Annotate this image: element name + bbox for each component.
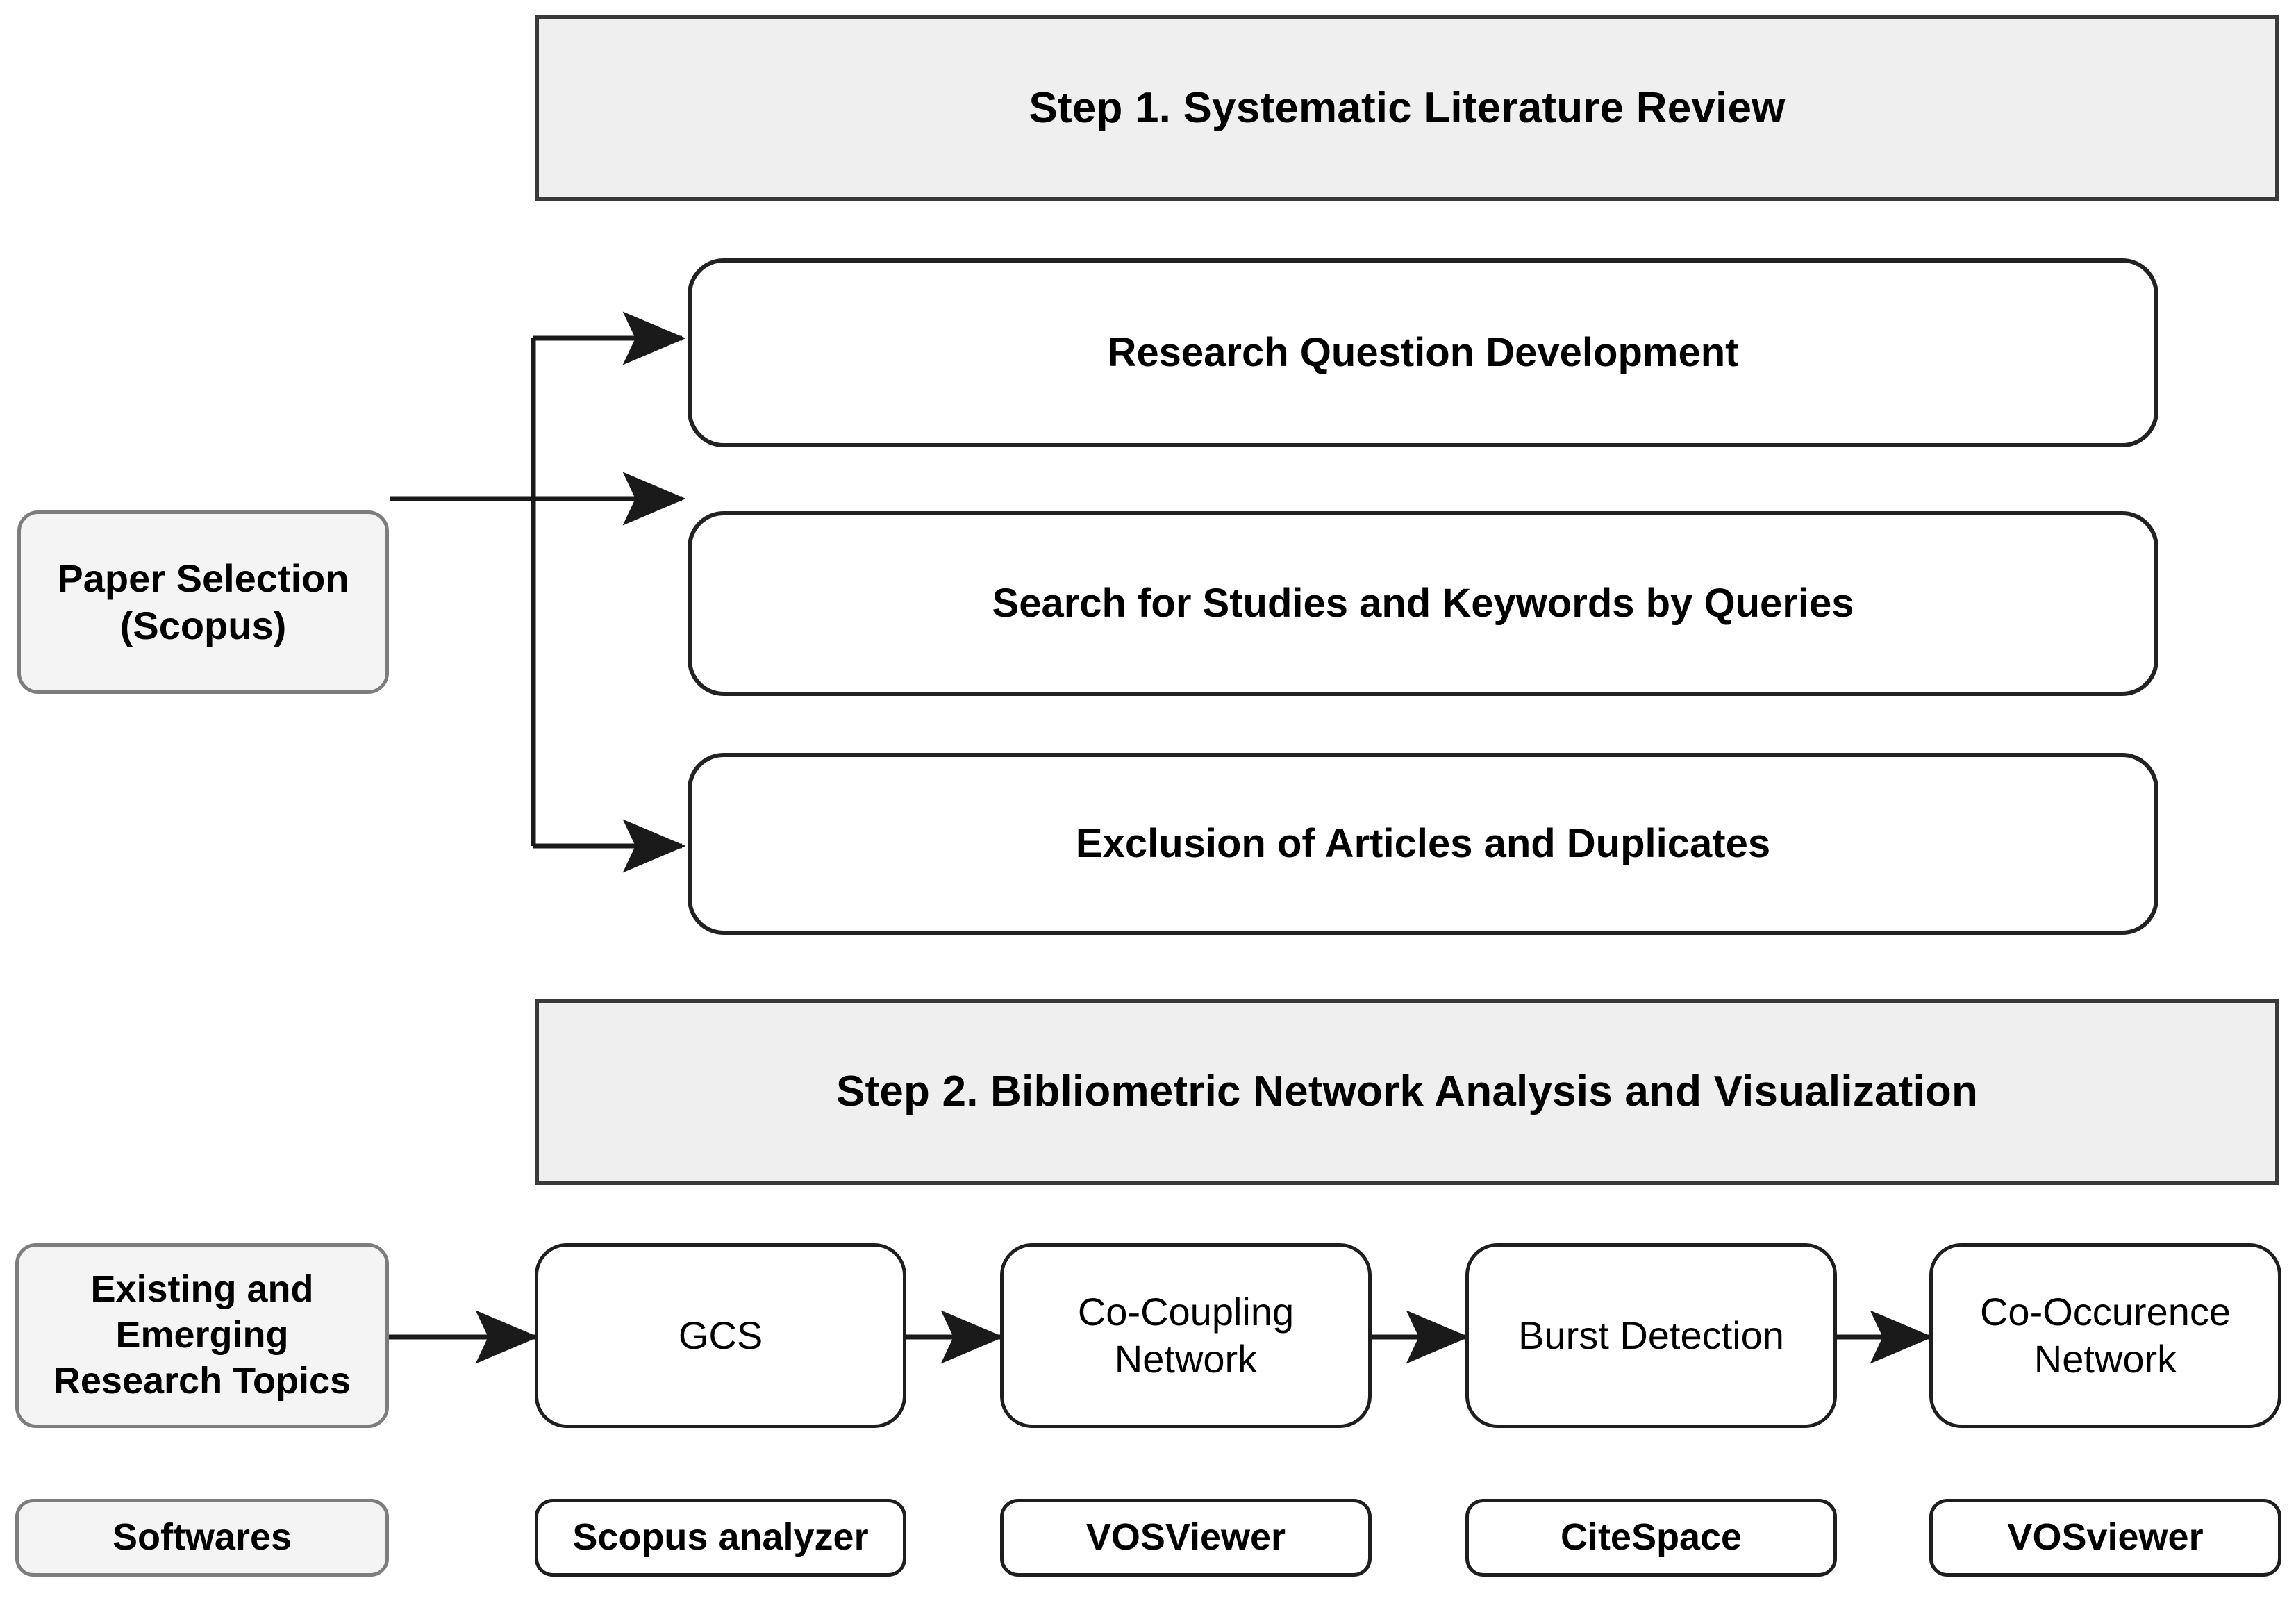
pipeline-box-burst-detection[interactable]: Burst Detection [1465,1243,1837,1428]
pipeline-box-co-occurence-network[interactable]: Co-Occurence Network [1929,1243,2281,1428]
pipeline-line2: Network [1114,1337,1258,1381]
paper-selection-line2: (Scopus) [119,604,287,647]
software-row-label: Softwares [15,1499,389,1577]
pipeline-text: Co-Occurence Network [1980,1288,2231,1384]
software-chip-label: VOSViewer [1085,1516,1286,1559]
pipeline-box-gcs[interactable]: GCS [535,1243,906,1428]
paper-selection-source-box[interactable]: Paper Selection (Scopus) [17,510,389,694]
pipeline-text: Co-Coupling Network [1078,1288,1294,1384]
task-label: Search for Studies and Keywords by Queri… [992,580,1854,626]
task-label: Exclusion of Articles and Duplicates [1075,820,1771,866]
pipeline-line1: Burst Detection [1518,1313,1784,1357]
software-chip-citespace[interactable]: CiteSpace [1465,1499,1837,1577]
software-chip-label: CiteSpace [1560,1516,1742,1559]
step1-banner-label: Step 1. Systematic Literature Review [1029,84,1786,133]
software-chip-label: Scopus analyzer [572,1516,869,1559]
task-box-research-question-development[interactable]: Research Question Development [688,258,2158,447]
pipeline-text: Burst Detection [1518,1312,1784,1359]
software-chip-vosviewer-1[interactable]: VOSViewer [1000,1499,1372,1577]
software-row-label-text: Softwares [112,1516,292,1559]
research-topics-line3: Research Topics [53,1359,351,1402]
pipeline-line1: Co-Coupling [1077,1289,1295,1334]
step1-banner: Step 1. Systematic Literature Review [535,15,2279,201]
paper-selection-line1: Paper Selection [57,556,349,600]
research-topics-line2: Emerging [115,1314,289,1356]
research-topics-source-box[interactable]: Existing and Emerging Research Topics [15,1243,389,1428]
step2-banner-label: Step 2. Bibliometric Network Analysis an… [835,1068,1979,1116]
task-label: Research Question Development [1107,329,1739,375]
step1-branch-connectors [390,311,686,873]
research-topics-line1: Existing and [90,1268,314,1311]
paper-selection-text: Paper Selection (Scopus) [57,555,349,650]
pipeline-line1: Co-Occurence [1979,1289,2231,1334]
software-chip-scopus-analyzer[interactable]: Scopus analyzer [535,1499,906,1577]
pipeline-box-co-coupling-network[interactable]: Co-Coupling Network [1000,1243,1372,1428]
software-chip-vosviewer-2[interactable]: VOSviewer [1929,1499,2281,1577]
task-box-exclusion-of-articles[interactable]: Exclusion of Articles and Duplicates [688,753,2158,935]
research-topics-text: Existing and Emerging Research Topics [53,1267,351,1404]
pipeline-line2: Network [2033,1337,2177,1381]
step2-banner: Step 2. Bibliometric Network Analysis an… [535,999,2279,1185]
pipeline-text: GCS [679,1312,763,1359]
pipeline-line1: GCS [678,1313,763,1357]
task-box-search-for-studies[interactable]: Search for Studies and Keywords by Queri… [688,511,2158,696]
software-chip-label: VOSviewer [2007,1516,2204,1559]
